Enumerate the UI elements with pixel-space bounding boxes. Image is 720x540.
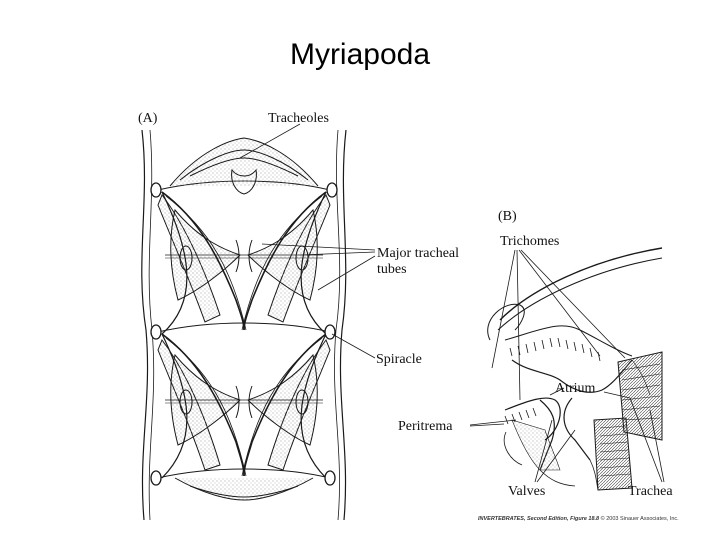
label-trichomes: Trichomes: [500, 234, 559, 249]
panel-a-drawing: [141, 129, 347, 521]
label-tracheoles: Tracheoles: [268, 111, 329, 126]
caption-book: INVERTEBRATES, Second Edition, Figure 18…: [478, 516, 600, 522]
figure-caption: INVERTEBRATES, Second Edition, Figure 18…: [478, 516, 679, 522]
panel-b-letter: (B): [498, 209, 517, 224]
label-valves: Valves: [508, 484, 545, 499]
label-major-tracheal: Major tracheal: [377, 246, 459, 261]
slide-title: Myriapoda: [289, 38, 431, 71]
label-peritrema: Peritrema: [398, 419, 453, 434]
caption-publisher: © 2003 Sinauer Associates, Inc.: [600, 516, 679, 522]
label-trachea: Trachea: [628, 484, 673, 499]
label-spiracle: Spiracle: [376, 352, 422, 367]
panel-a-leaders: [239, 123, 376, 359]
panel-b-leaders: [469, 249, 665, 483]
label-atrium: Atrium: [555, 381, 596, 396]
panel-b-drawing: [487, 247, 663, 491]
panel-a-letter: (A): [138, 111, 158, 126]
label-tubes: tubes: [377, 262, 407, 277]
